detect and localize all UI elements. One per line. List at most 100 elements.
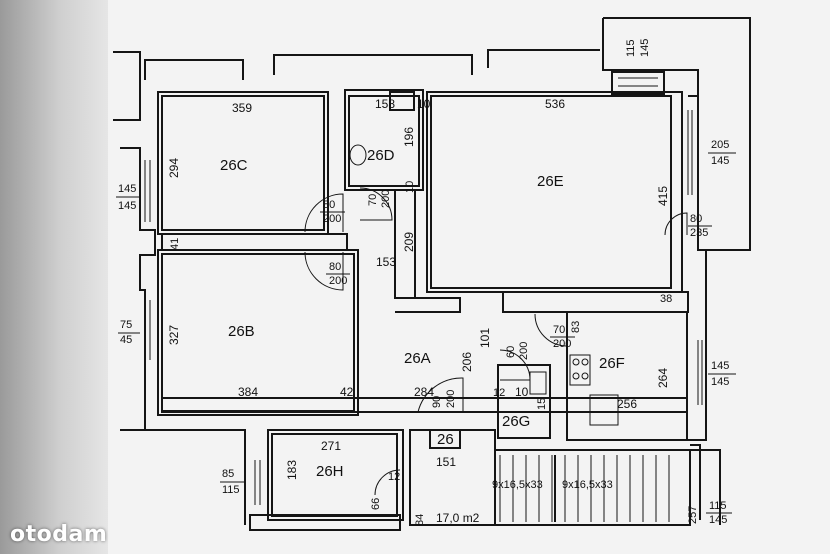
dim-294: 294 [167, 158, 181, 178]
dim-271: 271 [321, 439, 341, 453]
balcony-door-frame [611, 71, 665, 95]
dim-415: 415 [656, 186, 670, 206]
dim-145-right-top: 145 [711, 155, 729, 167]
dim-235: 235 [690, 227, 708, 239]
dim-200-26b: 200 [329, 275, 347, 287]
room-label-26a: 26A [404, 350, 431, 367]
dim-145-right-a: 145 [711, 360, 729, 372]
room-26d-inner [348, 95, 420, 187]
dim-12-26h: 12 [388, 471, 400, 483]
dim-10-top: 10 [417, 97, 431, 111]
dim-38: 38 [660, 293, 672, 305]
room-26c-inner [161, 95, 325, 231]
stove-burner-d [581, 372, 589, 380]
room-label-26h: 26H [316, 463, 344, 480]
dim-80-26e: 80 [690, 213, 702, 225]
dim-66: 66 [370, 498, 382, 510]
dim-41: 41 [169, 238, 181, 250]
wall-right-lower [690, 444, 701, 520]
dim-85: 85 [222, 468, 234, 480]
room-26-meter [429, 429, 461, 449]
wall-lower-corridor [145, 429, 246, 525]
room-label-26d: 26D [367, 147, 395, 164]
dim-200-26f: 200 [553, 338, 571, 350]
dim-145-bottom: 145 [709, 514, 727, 526]
dim-75: 75 [120, 319, 132, 331]
stair-size-left: 9x16,5x33 [492, 479, 543, 491]
dim-200-26c: 200 [323, 213, 341, 225]
door-26d [359, 187, 393, 221]
room-26f-inner [566, 311, 688, 441]
stove-burner-c [572, 372, 580, 380]
wall-top-fragment-a [144, 59, 244, 80]
room-26d-outline [344, 89, 424, 191]
dim-200-26g: 200 [518, 342, 530, 360]
dim-359: 359 [232, 101, 252, 115]
dim-257: 257 [687, 506, 699, 524]
dim-145-left-a: 145 [118, 183, 136, 195]
dim-151: 151 [436, 455, 456, 469]
dim-42: 42 [340, 385, 354, 399]
paper-sheet [108, 0, 830, 554]
room-label-26e: 26E [537, 173, 564, 190]
wall-central-stub [394, 190, 461, 313]
dim-145-top: 145 [639, 39, 651, 57]
room-label-26: 26 [437, 431, 454, 448]
stove-burner-a [572, 358, 580, 366]
room-label-26b: 26B [228, 323, 255, 340]
room-26h-outline [267, 429, 404, 521]
room-26e-inner [430, 95, 672, 289]
dim-70-26f: 70 [553, 324, 565, 336]
door-26h [374, 469, 401, 496]
door-26c [304, 193, 344, 233]
stove-burner-b [581, 358, 589, 366]
dim-153: 153 [376, 255, 396, 269]
door-26b [304, 251, 344, 291]
dim-90: 90 [431, 396, 443, 408]
dim-206: 206 [460, 352, 474, 372]
dim-83: 83 [570, 321, 582, 333]
sink-26f [589, 394, 619, 426]
dim-12-26a: 12 [493, 387, 505, 399]
dim-183: 183 [285, 460, 299, 480]
staircase-exterior [690, 449, 721, 525]
dim-145-right-b: 145 [711, 376, 729, 388]
dim-10-26d: 10 [404, 181, 416, 193]
wall-lower-corridor-b [245, 298, 359, 416]
room-label-26f: 26F [599, 355, 625, 372]
dim-84: 84 [414, 514, 426, 526]
otodam-watermark: otodam [10, 522, 108, 547]
landing-lower-left [249, 514, 401, 531]
windows [144, 77, 703, 505]
dim-80-26b: 80 [329, 261, 341, 273]
dim-327: 327 [167, 325, 181, 345]
dim-101: 101 [478, 328, 492, 348]
room-26d-fixture [389, 91, 415, 111]
dim-60: 60 [505, 346, 517, 358]
walls [113, 17, 751, 531]
dim-200-26a: 200 [445, 390, 457, 408]
fixtures [349, 144, 619, 426]
dim-80-26c: 80 [323, 199, 335, 211]
dim-145-left-b: 145 [118, 200, 136, 212]
dim-115-26h: 115 [222, 484, 240, 496]
washbasin-26d [349, 144, 367, 166]
dim-264: 264 [656, 368, 670, 388]
wall-top-left-fragment [113, 51, 141, 121]
dim-384: 384 [238, 385, 258, 399]
dim-70-26d: 70 [367, 194, 379, 206]
dim-209: 209 [402, 232, 416, 252]
dim-158: 158 [375, 97, 395, 111]
dim-200-26d: 200 [380, 190, 392, 208]
dim-205: 205 [711, 139, 729, 151]
dim-256: 256 [617, 397, 637, 411]
stair-size-right: 9x16,5x33 [562, 479, 613, 491]
doors [304, 187, 688, 496]
dim-115-bottom: 115 [709, 500, 727, 512]
area-label: 17,0 m2 [436, 511, 480, 525]
door-26f [534, 313, 568, 347]
dim-10-26g: 10 [515, 385, 529, 399]
wall-top-fragment-b [273, 54, 473, 75]
